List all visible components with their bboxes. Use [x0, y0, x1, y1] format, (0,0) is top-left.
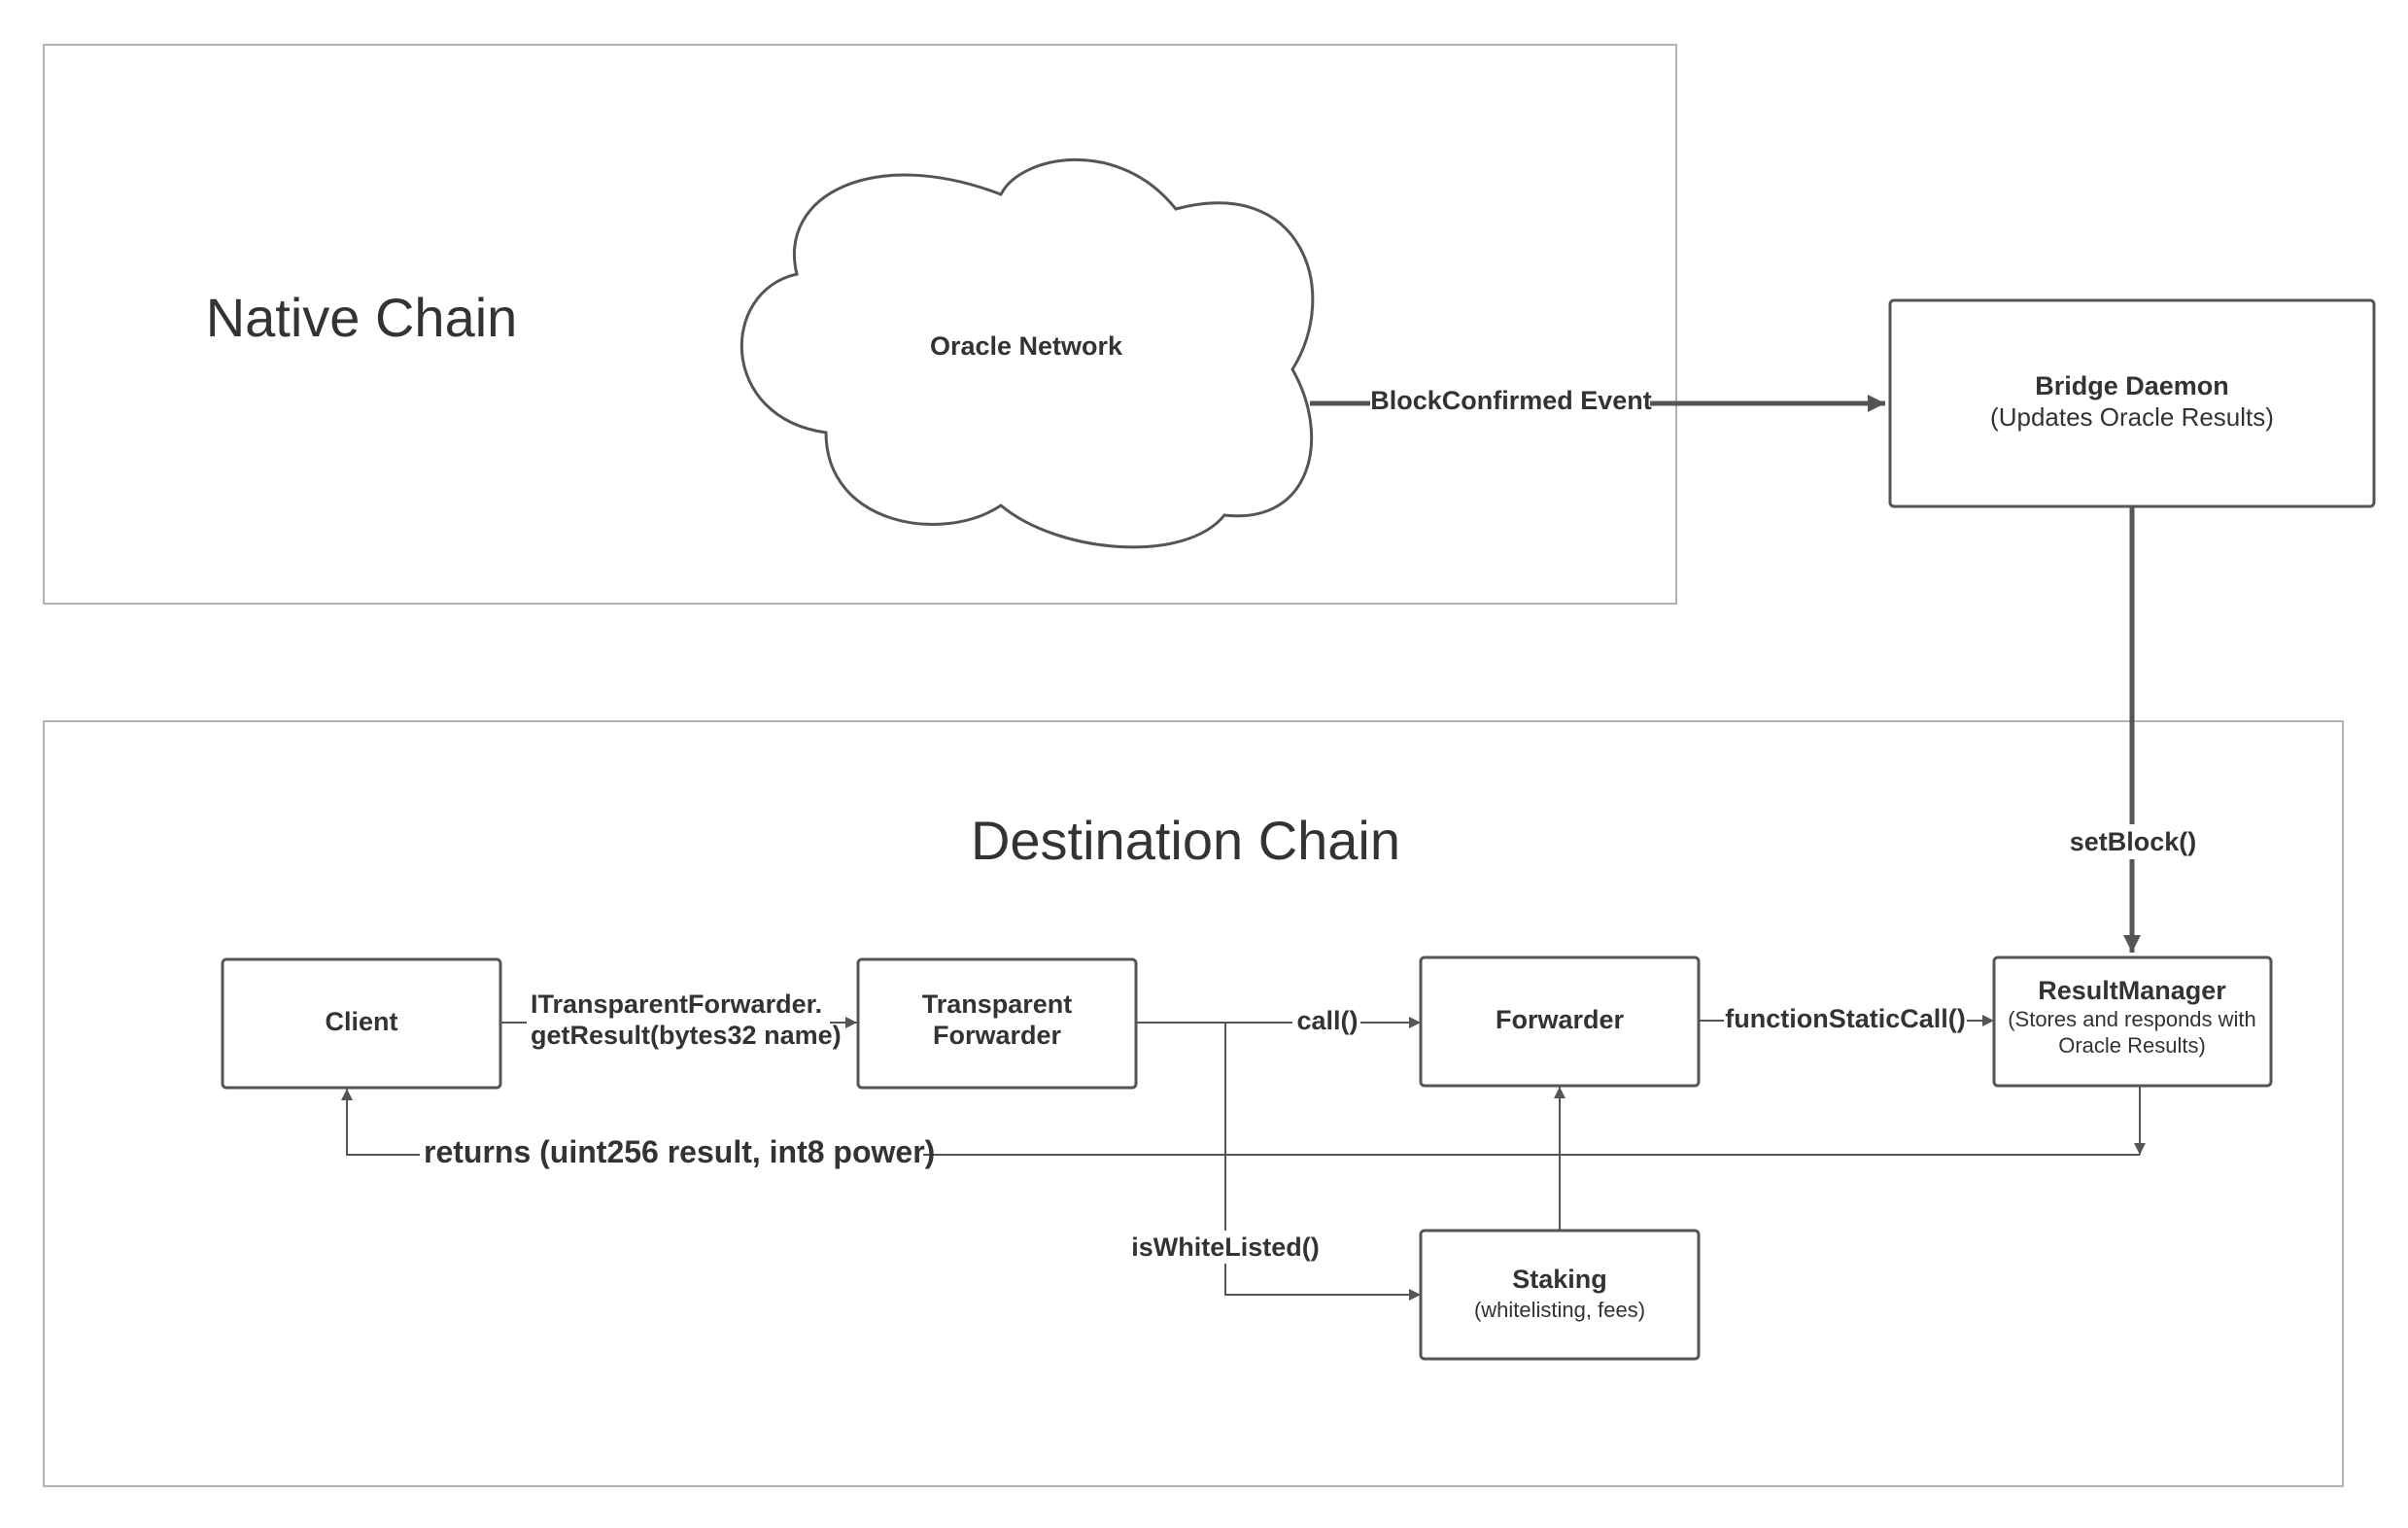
is-white-listed-label: isWhiteListed()	[1131, 1233, 1320, 1262]
result-manager-subtitle-line1: (Stores and responds with	[2008, 1007, 2256, 1031]
result-manager-title: ResultManager	[2038, 976, 2226, 1005]
call-label: call()	[1296, 1006, 1358, 1035]
client-title: Client	[325, 1007, 397, 1036]
staking-subtitle: (whitelisting, fees)	[1474, 1298, 1645, 1322]
result-manager-subtitle-line2: Oracle Results)	[2058, 1033, 2206, 1058]
native-chain-title: Native Chain	[206, 287, 518, 348]
native-chain-region	[43, 44, 1677, 605]
block-confirmed-label: BlockConfirmed Event	[1370, 386, 1652, 415]
returns-edge	[341, 1089, 2140, 1156]
forwarder-title: Forwarder	[1496, 1005, 1625, 1034]
transparent-forwarder-title-line2: Forwarder	[933, 1021, 1062, 1050]
bridge-daemon-title: Bridge Daemon	[2035, 371, 2229, 400]
bridge-daemon-subtitle: (Updates Oracle Results)	[1990, 402, 2274, 432]
set-block-label: setBlock()	[2070, 827, 2197, 856]
staking-node	[1419, 1229, 1701, 1361]
oracle-network-cloud	[740, 157, 1315, 549]
oracle-network-label: Oracle Network	[930, 331, 1123, 361]
result-manager-node	[1992, 955, 2273, 1088]
get-result-label-line1: ITransparentForwarder.	[531, 990, 822, 1019]
is-white-listed-edge	[1224, 1023, 1421, 1301]
destination-chain-title: Destination Chain	[971, 810, 1400, 871]
staking-title: Staking	[1512, 1265, 1607, 1294]
transparent-forwarder-title-line1: Transparent	[922, 990, 1073, 1019]
get-result-label-line2: getResult(bytes32 name)	[531, 1021, 842, 1050]
returns-label: returns (uint256 result, int8 power)	[424, 1134, 935, 1169]
destination-chain-region	[43, 720, 2344, 1487]
function-static-call-label: functionStaticCall()	[1725, 1004, 1966, 1033]
